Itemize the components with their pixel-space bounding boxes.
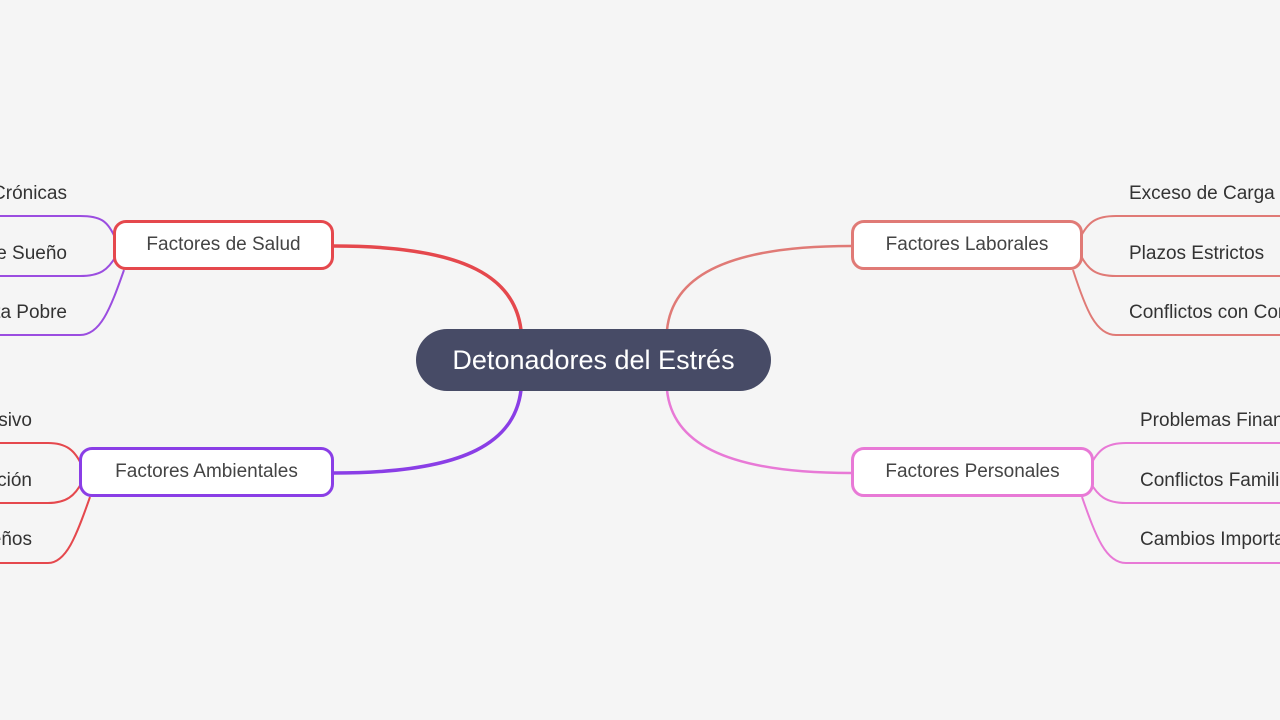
- connector-laborales-leaf-1: [1079, 215, 1280, 239]
- leaf-salud-1[interactable]: Enfermedades Crónicas: [0, 183, 67, 204]
- leaf-salud-2[interactable]: Falta de Sueño: [0, 243, 67, 264]
- connector-personales-leaf-3: [1081, 496, 1280, 564]
- connector-central-salud: [333, 244, 523, 331]
- branch-factores-laborales[interactable]: Factores Laborales: [851, 220, 1083, 270]
- central-topic[interactable]: Detonadores del Estrés: [416, 329, 771, 391]
- connector-salud-leaf-3: [0, 269, 125, 336]
- connector-central-laborales: [665, 244, 852, 331]
- leaf-laborales-2[interactable]: Plazos Estrictos: [1129, 243, 1265, 264]
- connector-laborales-leaf-3: [1072, 269, 1280, 336]
- leaf-personales-1[interactable]: Problemas Financieros: [1140, 410, 1280, 431]
- leaf-laborales-1[interactable]: Exceso de Carga de Trabajo: [1129, 183, 1280, 204]
- leaf-personales-3[interactable]: Cambios Importantes: [1140, 529, 1280, 550]
- connector-personales-leaf-1: [1089, 442, 1280, 467]
- connector-salud-leaf-1: [0, 215, 117, 241]
- leaf-salud-3[interactable]: Dieta Pobre: [0, 302, 67, 323]
- connector-central-personales: [665, 389, 852, 475]
- leaf-laborales-3[interactable]: Conflictos con Compañeros: [1129, 302, 1280, 323]
- connector-ambientales-leaf-3: [0, 496, 91, 564]
- connector-central-ambientales: [333, 389, 523, 475]
- leaf-personales-2[interactable]: Conflictos Familiares: [1140, 470, 1280, 491]
- connector-ambientales-leaf-1: [0, 442, 83, 467]
- branch-factores-ambientales[interactable]: Factores Ambientales: [79, 447, 334, 497]
- branch-factores-de-salud[interactable]: Factores de Salud: [113, 220, 334, 270]
- leaf-ambientales-2[interactable]: Contaminación: [0, 470, 32, 491]
- leaf-ambientales-3[interactable]: Espacios Pequeños: [0, 529, 32, 550]
- leaf-ambientales-1[interactable]: Ruido Excesivo: [0, 410, 32, 431]
- branch-factores-personales[interactable]: Factores Personales: [851, 447, 1094, 497]
